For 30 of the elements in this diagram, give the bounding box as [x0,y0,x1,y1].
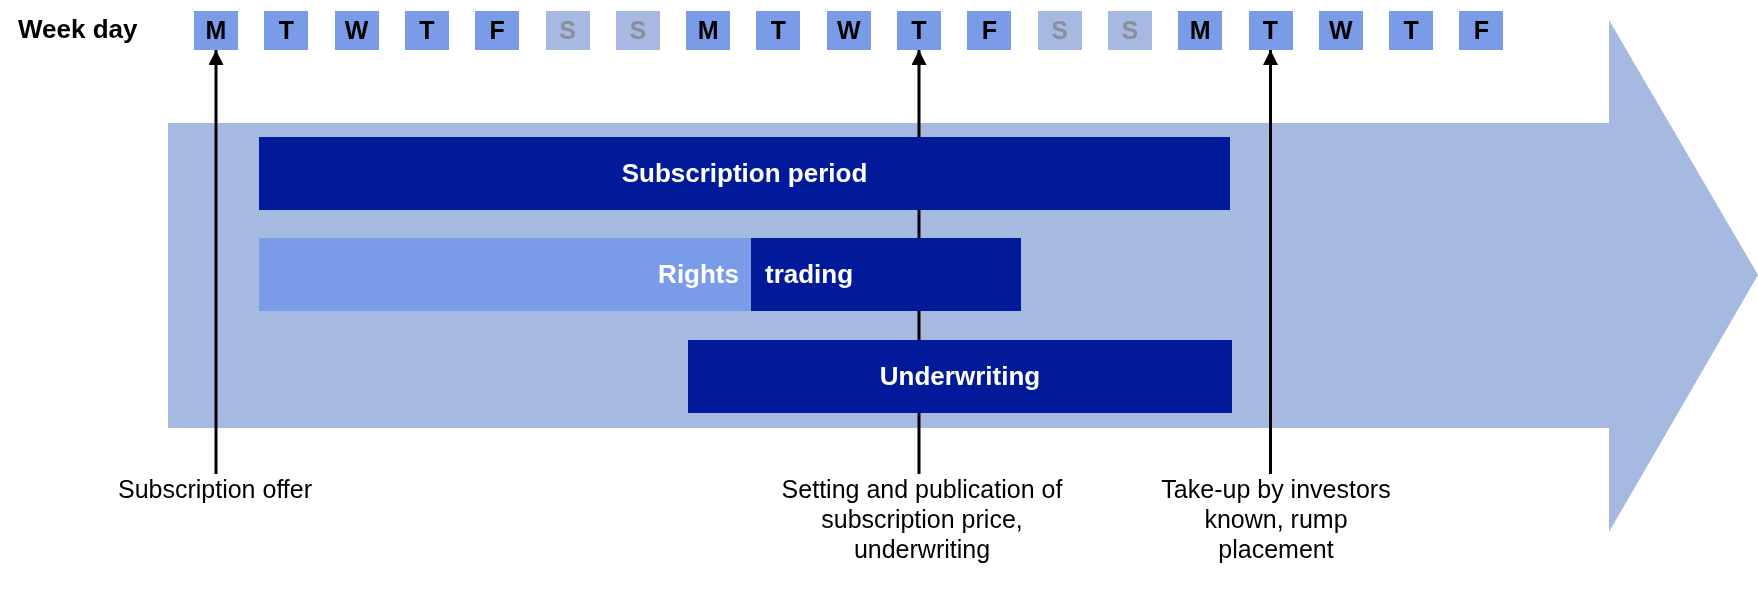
day-box: T [756,11,801,50]
day-box: T [897,11,941,50]
day-box: F [475,11,520,50]
phase-bar: Underwriting [688,340,1232,413]
day-box: T [1248,11,1293,50]
day-box: M [1178,11,1223,50]
day-box: M [686,11,731,50]
day-box: T [1389,11,1434,50]
leader-arrow [1263,50,1278,474]
bar-label: Rights [657,259,740,290]
day-box: T [264,11,309,50]
milestone-caption: Subscription offer [70,474,360,504]
day-box: S [1037,11,1082,50]
day-box: F [967,11,1012,50]
leader-arrow [208,50,224,474]
day-box: W [826,11,871,50]
day-box: F [1459,11,1504,50]
row-label: Week day [18,14,138,45]
day-box: S [1107,11,1152,50]
milestone-caption: Take-up by investors known, rump placement [1156,474,1396,564]
day-box: M [194,11,238,50]
day-box: T [404,11,449,50]
day-box: S [615,11,660,50]
day-box: S [545,11,590,50]
phase-bar: Subscription period [259,137,1230,210]
phase-bar [259,238,1021,311]
bar-label: trading [764,259,854,290]
day-box: W [334,11,379,50]
milestone-caption: Setting and publication of subscription price, underwriting [762,474,1082,564]
day-box: W [1318,11,1363,50]
